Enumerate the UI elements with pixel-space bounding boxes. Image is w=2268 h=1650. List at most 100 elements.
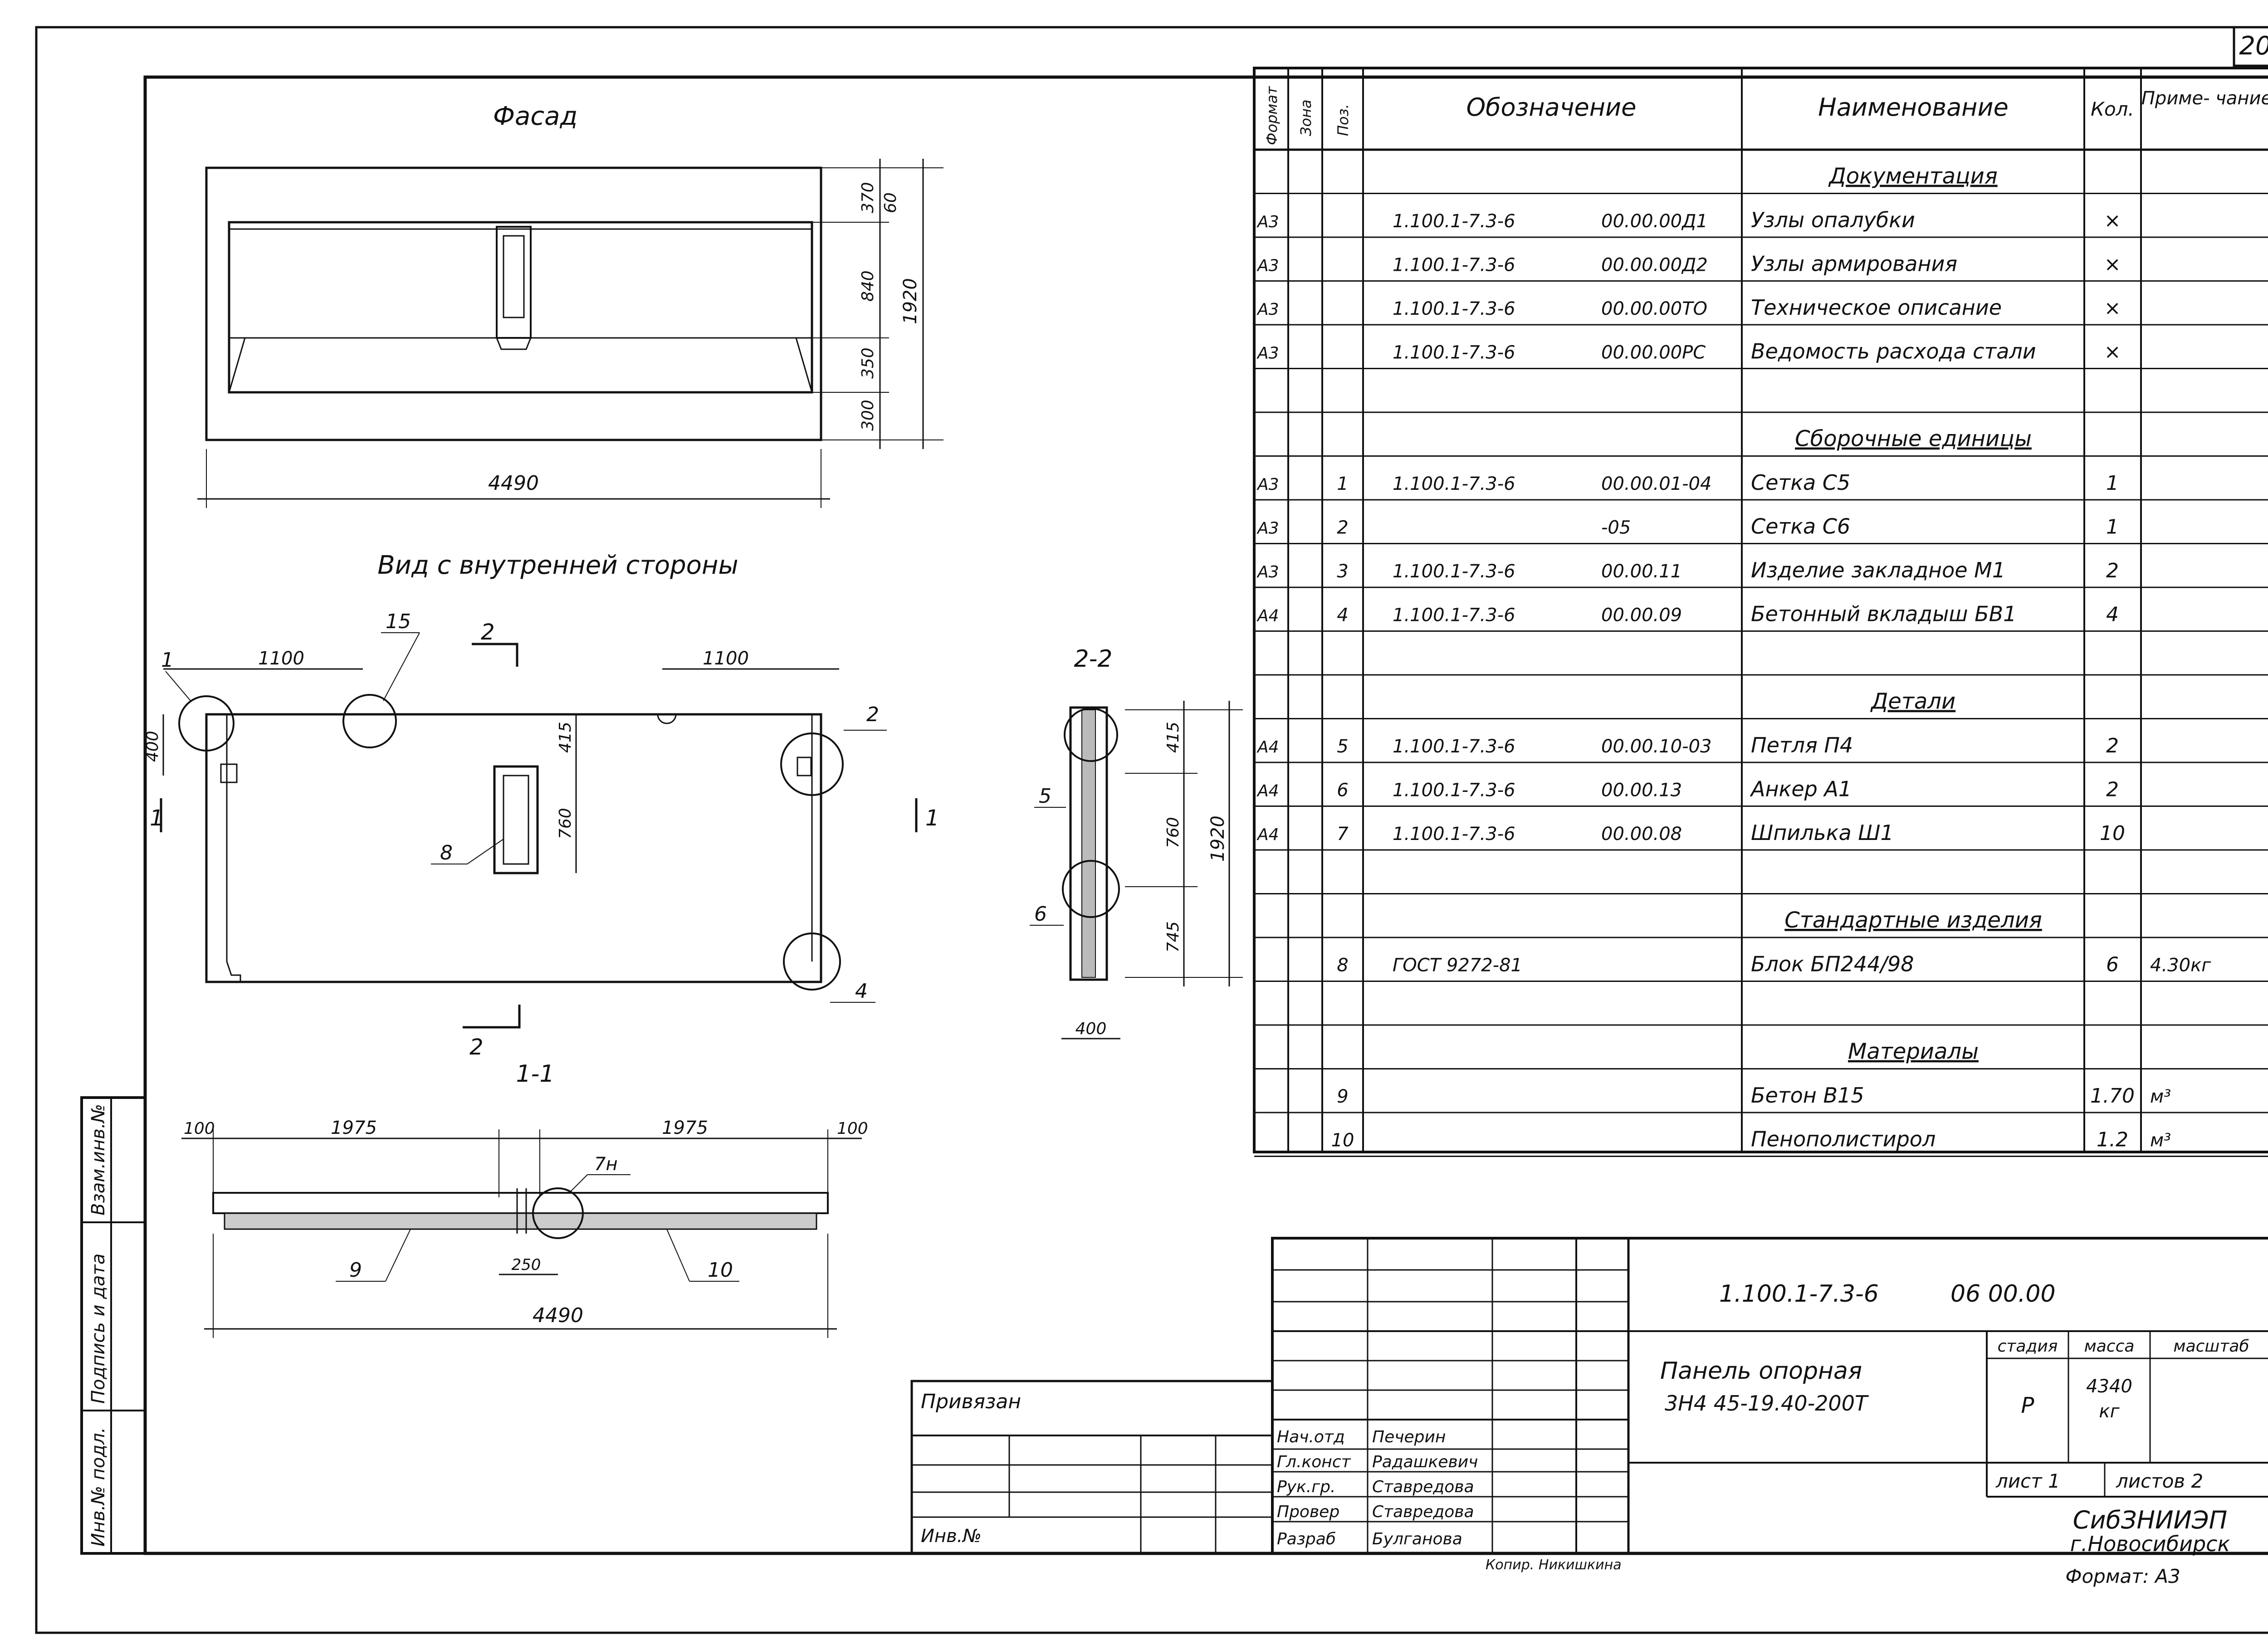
facade-dim: 1920 xyxy=(900,278,921,324)
spec-cell-qty: 2 xyxy=(2106,778,2119,801)
section-2-2-title: 2-2 xyxy=(1074,645,1113,673)
spec-cell-pos: 3 xyxy=(1337,561,1348,582)
sheet-label: лист 1 xyxy=(1995,1470,2060,1492)
mass-unit: кг xyxy=(2099,1401,2120,1422)
section-2-2-dim: 400 xyxy=(1075,1020,1107,1038)
mass-value: 4340 xyxy=(2086,1376,2132,1397)
spec-cell-code: 1.100.1-7.3-6 xyxy=(1393,561,1515,582)
spec-cell-code2: 00.00.11 xyxy=(1601,561,1682,582)
spec-header-zone: Зона xyxy=(1297,99,1315,136)
spec-cell-fmt: А4 xyxy=(1256,607,1279,625)
spec-cell-code: 1.100.1-7.3-6 xyxy=(1393,342,1515,363)
spec-cell-name: Стандартные изделия xyxy=(1784,908,2042,933)
spec-cell-name: Блок БП244/98 xyxy=(1751,952,1914,976)
spec-header-name: Наименование xyxy=(1818,93,2009,122)
spec-header-qty: Кол. xyxy=(2091,98,2134,120)
section-2-2-dim: 760 xyxy=(1164,817,1183,848)
spec-cell-name: Бетонный вкладыш БВ1 xyxy=(1751,602,2017,626)
section-1-1-dim: 100 xyxy=(837,1119,868,1138)
section-2-2-dim: 745 xyxy=(1164,921,1183,952)
callout-15: 15 xyxy=(386,610,411,633)
spec-table: Формат Зона Поз. Обозначение Наименовани… xyxy=(1253,67,2268,1157)
facade-dim-width: 4490 xyxy=(488,472,539,495)
inside-dim: 1100 xyxy=(703,648,749,669)
spec-cell-qty: 1.70 xyxy=(2090,1084,2135,1108)
section-1-1: 1-1 100 1975 1975 100 250 4490 7н 9 10 xyxy=(181,1060,868,1338)
title-role-name: Радашкевич xyxy=(1372,1453,1478,1471)
spec-cell-code: 1.100.1-7.3-6 xyxy=(1393,736,1515,757)
spec-cell-code: 1.100.1-7.3-6 xyxy=(1393,474,1515,494)
spec-header-designation: Обозначение xyxy=(1466,93,1637,122)
section-2-2-dim: 1920 xyxy=(1207,815,1228,862)
section-mark: 1 xyxy=(925,805,939,831)
facade-title: Фасад xyxy=(493,102,577,131)
side-stamp: Взам.инв.№ Подпись и дата Инв.№ подл. xyxy=(80,1096,147,1555)
doc-code: 1.100.1-7.3-6 xyxy=(1719,1280,1879,1308)
spec-cell-code2: -05 xyxy=(1601,517,1631,538)
spec-cell-pos: 2 xyxy=(1337,517,1348,538)
title-role-role: Провер xyxy=(1277,1503,1339,1521)
inside-dim: 415 xyxy=(556,722,575,753)
spec-cell-fmt: А3 xyxy=(1256,475,1279,494)
spec-cell-name: Ведомость расхода стали xyxy=(1751,339,2036,364)
section-mark: 2 xyxy=(469,1035,484,1060)
spec-cell-code2: 00.00.01-04 xyxy=(1601,474,1711,494)
sheets-label: листов 2 xyxy=(2116,1470,2203,1492)
spec-cell-name: Документация xyxy=(1828,164,1998,189)
section-mark: 2 xyxy=(481,620,495,645)
spec-cell-name: Сборочные единицы xyxy=(1795,426,2032,452)
spec-cell-name: Сетка С6 xyxy=(1751,514,1850,539)
title-role-name: Булганова xyxy=(1372,1530,1462,1548)
spec-cell-code: 1.100.1-7.3-6 xyxy=(1393,298,1515,319)
callout-2: 2 xyxy=(866,703,879,726)
callout-6: 6 xyxy=(1034,903,1047,926)
section-1-1-dim: 4490 xyxy=(533,1304,583,1327)
spec-cell-fmt: А3 xyxy=(1256,519,1279,538)
spec-cell-fmt: А3 xyxy=(1256,300,1279,319)
title-role-name: Ставредова xyxy=(1372,1503,1474,1521)
spec-cell-code: ГОСТ 9272-81 xyxy=(1393,955,1522,976)
spec-cell-pos: 7 xyxy=(1337,824,1349,845)
section-2-2-dim: 415 xyxy=(1164,722,1183,753)
spec-header-note: Приме- чание xyxy=(2141,88,2268,109)
copy-label: Копир. Никишкина xyxy=(1486,1557,1622,1573)
spec-cell-fmt: А4 xyxy=(1256,782,1279,801)
title-role-role: Гл.конст xyxy=(1277,1453,1351,1471)
title-role-role: Разраб xyxy=(1277,1530,1336,1548)
format-label: Формат: А3 xyxy=(2065,1565,2180,1587)
inside-dim: 1100 xyxy=(258,648,304,669)
doc-name: Панель опорная xyxy=(1660,1357,1862,1385)
spec-cell-code2: 00.00.00ТО xyxy=(1601,298,1707,319)
facade-dimensions: 370 60 840 1920 350 300 4490 xyxy=(197,159,943,508)
spec-cell-code2: 00.00.09 xyxy=(1601,605,1682,626)
spec-cell-pos: 1 xyxy=(1337,474,1348,494)
facade-dim: 300 xyxy=(859,400,877,431)
spec-cell-name: Техническое описание xyxy=(1751,295,2002,320)
scale-label: масштаб xyxy=(2173,1337,2249,1356)
inside-view: Вид с внутренней стороны 1100 1100 400 4… xyxy=(143,551,939,1060)
spec-cell-qty: 10 xyxy=(2100,822,2125,845)
callout-9: 9 xyxy=(349,1259,362,1282)
bound-label: Привязан xyxy=(921,1390,1021,1413)
spec-cell-name: Узлы армирования xyxy=(1751,252,1957,276)
spec-cell-name: Анкер А1 xyxy=(1750,777,1852,801)
spec-cell-pos: 5 xyxy=(1337,736,1348,757)
title-role-name: Печерин xyxy=(1372,1428,1446,1446)
spec-cell-pos: 9 xyxy=(1337,1086,1348,1107)
spec-cell-qty: × xyxy=(2104,209,2121,232)
spec-cell-code2: 00.00.00Д2 xyxy=(1601,255,1708,276)
spec-cell-fmt: А3 xyxy=(1256,257,1279,275)
spec-cell-name: Пенополистирол xyxy=(1751,1127,1936,1152)
spec-cell-code: 1.100.1-7.3-6 xyxy=(1393,211,1515,232)
spec-cell-code: 1.100.1-7.3-6 xyxy=(1393,780,1515,801)
spec-cell-name: Петля П4 xyxy=(1751,733,1853,757)
callout-7n: 7н xyxy=(594,1154,618,1175)
spec-cell-fmt: А3 xyxy=(1256,213,1279,231)
callout-8: 8 xyxy=(440,841,453,864)
spec-cell-pos: 4 xyxy=(1337,605,1348,626)
callout-5: 5 xyxy=(1039,785,1051,808)
facade-dim: 370 xyxy=(859,182,877,213)
city: г.Новосибирск xyxy=(2070,1532,2230,1556)
